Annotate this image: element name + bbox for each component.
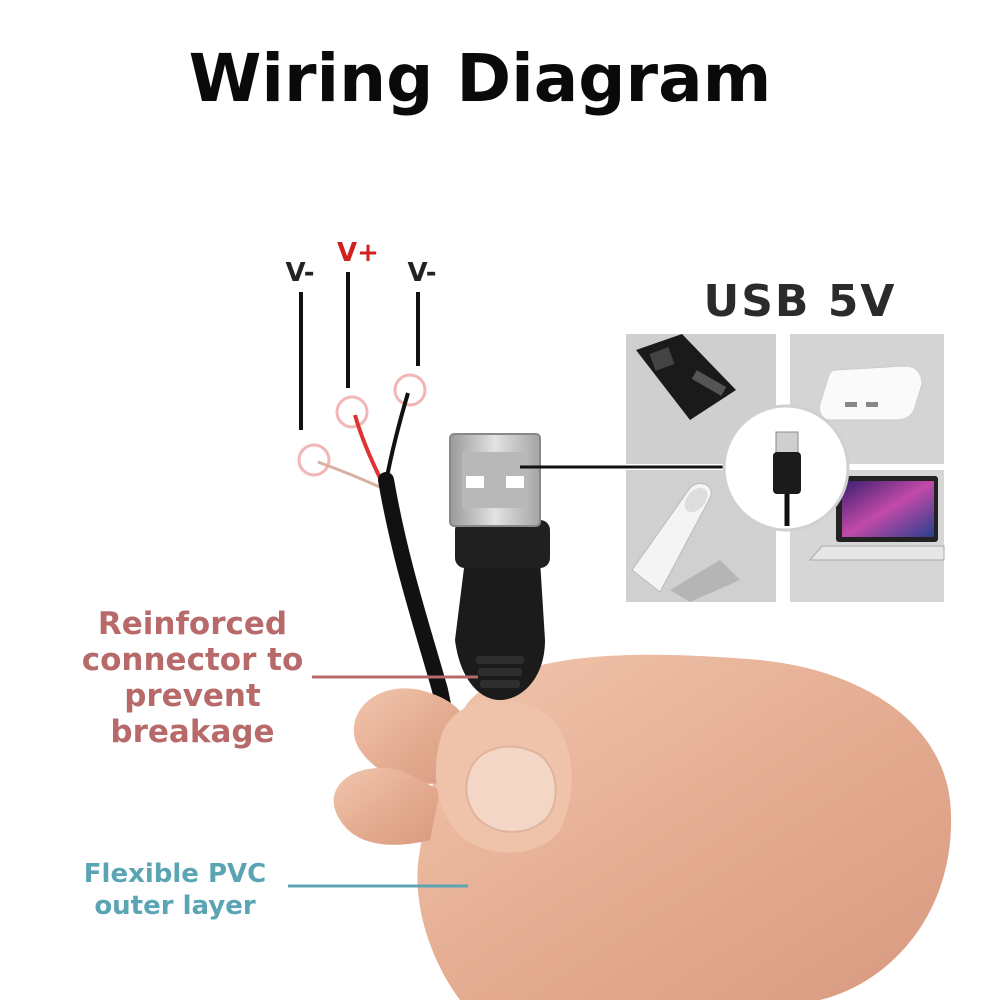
wire-label-v-plus: V+ <box>337 238 379 268</box>
wire-label-v-minus-left: V- <box>285 258 315 288</box>
usb-connector <box>449 433 550 700</box>
usb-5v-heading: USB 5V <box>703 276 897 327</box>
hand-illustration <box>333 654 952 1000</box>
car-charger-device <box>631 483 740 602</box>
power-bank-device <box>819 365 923 421</box>
page-title: Wiring Diagram <box>188 40 772 117</box>
power-strip-device <box>636 334 736 420</box>
laptop-device <box>808 476 945 561</box>
wire-tips <box>297 373 427 490</box>
wire-indicator-lines <box>299 272 420 430</box>
pvc-callout-text: Flexible PVC outer layer <box>83 859 267 921</box>
usb-devices-panel <box>626 334 945 602</box>
usb-plug-icon <box>722 404 850 532</box>
wire-label-v-minus-right: V- <box>407 258 437 288</box>
connector-callout-text: Reinforced connector to prevent breakage <box>81 606 304 750</box>
